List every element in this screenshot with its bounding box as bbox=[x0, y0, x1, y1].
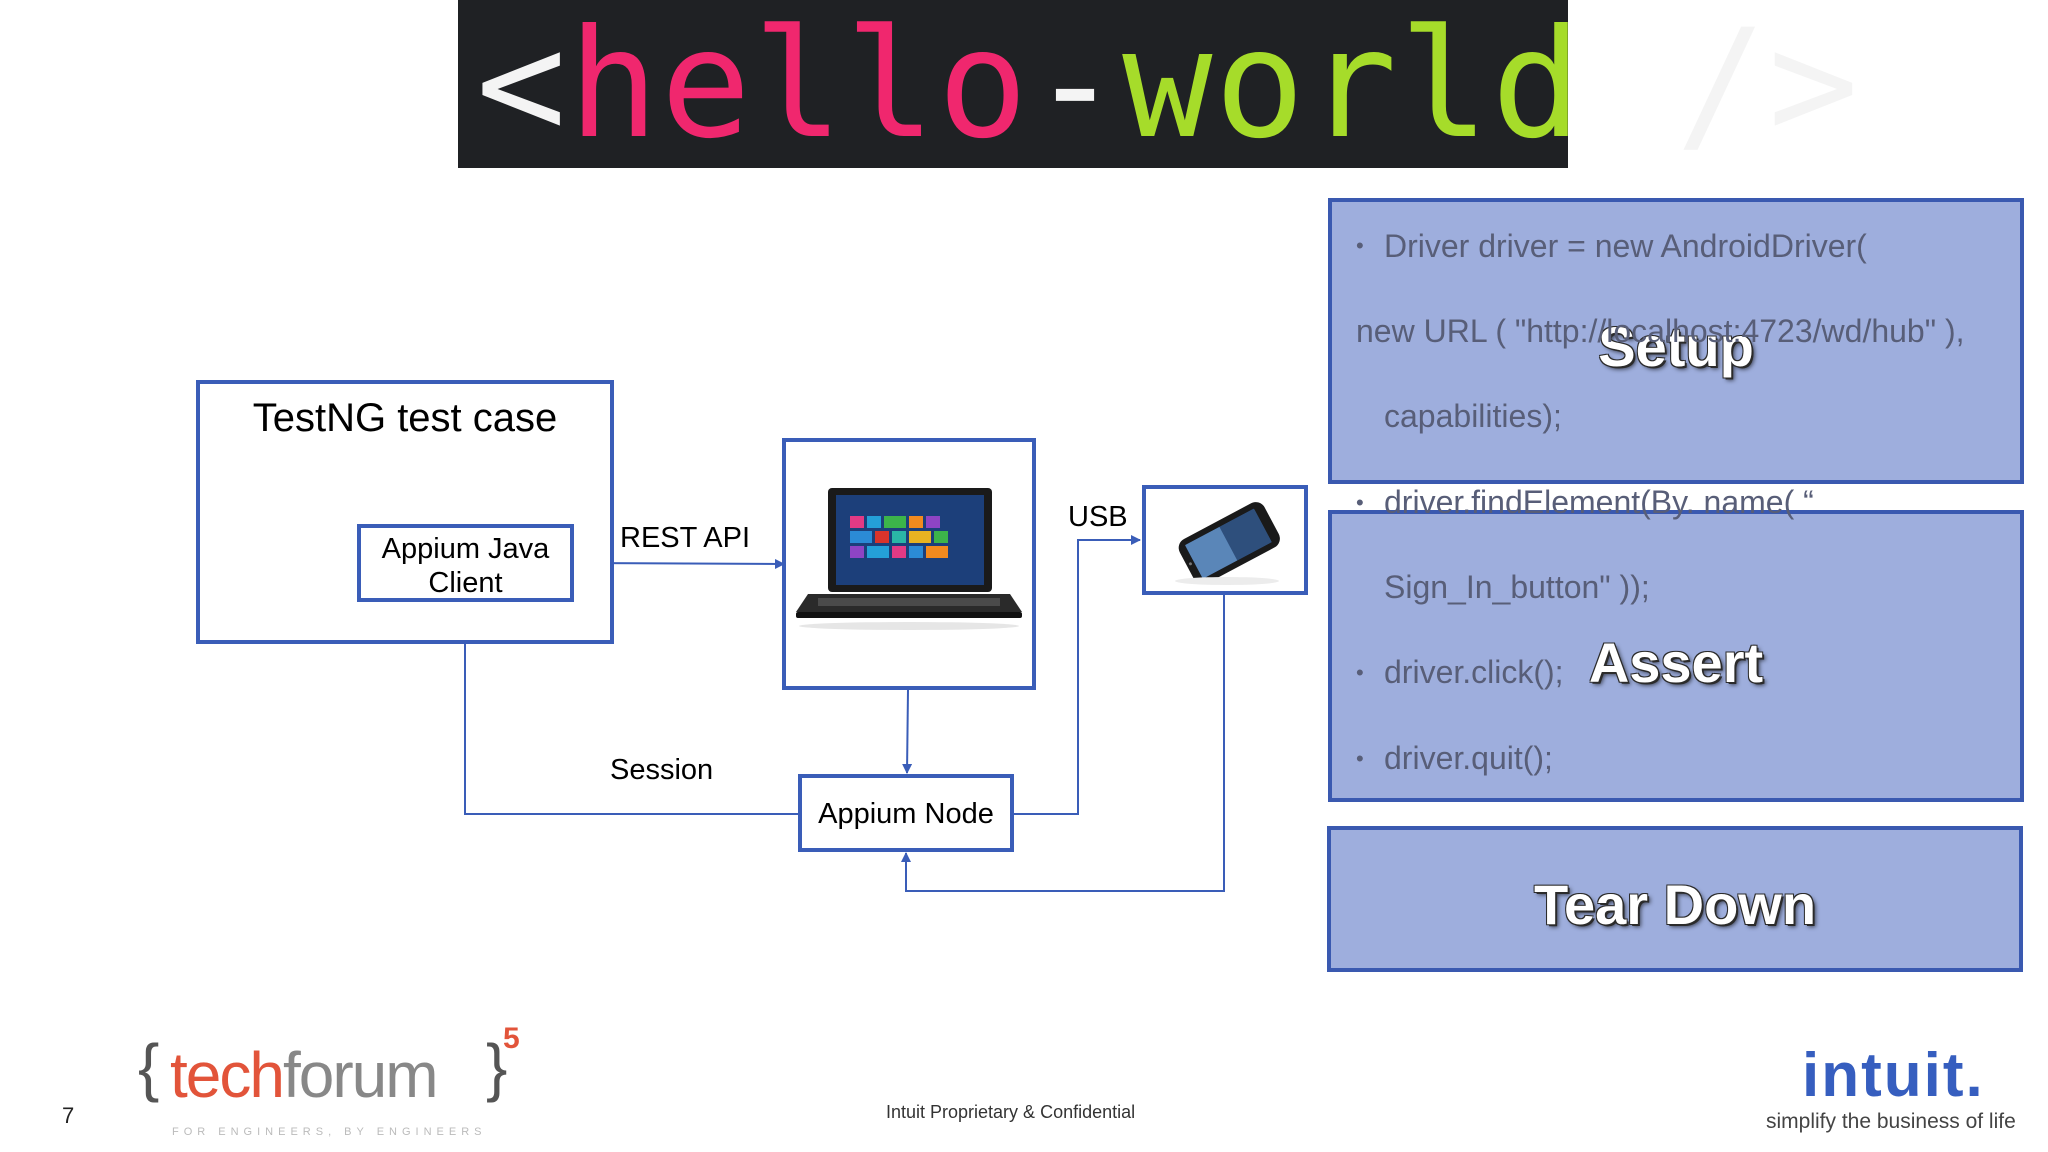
session-label: Session bbox=[610, 754, 714, 786]
testng-test-case-box: TestNG test case bbox=[196, 380, 614, 644]
session-arrow bbox=[460, 601, 798, 815]
confidential-notice: Intuit Proprietary & Confidential bbox=[886, 1102, 1136, 1122]
setup-panel: Setup bbox=[1328, 198, 2024, 484]
techforum-logo: { techforum } 5 FOR ENGINEERS, BY ENGINE… bbox=[138, 1022, 538, 1140]
code-line-6: driver.click(); bbox=[1384, 654, 1564, 690]
logo-tech: tech bbox=[170, 1039, 285, 1111]
laptop-to-node-arrow bbox=[902, 689, 913, 774]
banner-text: <hello-world /> bbox=[476, 0, 1861, 180]
page-number: 7 bbox=[62, 1103, 75, 1128]
code-line-4: driver.findElement(By. name( “ bbox=[1384, 484, 1814, 520]
logo-brace-close: } bbox=[486, 1031, 508, 1103]
logo-wordmark: techforum bbox=[170, 1038, 439, 1112]
setup-title: Setup bbox=[1598, 315, 1754, 378]
rest-api-label: REST API bbox=[620, 522, 751, 554]
smartphone-icon bbox=[1175, 502, 1280, 585]
usb-arrow bbox=[1014, 535, 1141, 815]
banner-close-tag: /> bbox=[1583, 0, 1861, 172]
banner-dash: - bbox=[1029, 0, 1123, 172]
appium-java-client-line2: Client bbox=[428, 567, 503, 599]
logo-tagline: FOR ENGINEERS, BY ENGINEERS bbox=[172, 1126, 487, 1138]
banner-open-bracket: < bbox=[476, 0, 569, 172]
code-bullet-4: • bbox=[1356, 746, 1364, 771]
banner-world: world bbox=[1122, 0, 1584, 172]
appium-node-box: Appium Node bbox=[798, 774, 1014, 852]
teardown-panel: Tear Down bbox=[1327, 826, 2023, 972]
logo-superscript: 5 bbox=[503, 1022, 520, 1055]
usb-label: USB bbox=[1068, 501, 1128, 533]
appium-java-client-line1: Appium Java bbox=[381, 533, 550, 565]
intuit-wordmark: intuit. bbox=[1802, 1041, 1985, 1110]
code-line-3: capabilities); bbox=[1384, 398, 1562, 434]
phone-box bbox=[1142, 485, 1308, 595]
code-line-7: driver.quit(); bbox=[1384, 740, 1553, 776]
appium-java-client-box: Appium Java Client bbox=[357, 524, 574, 602]
code-line-5: Sign_In_button" )); bbox=[1384, 569, 1650, 605]
phone-to-node-arrow bbox=[901, 594, 1225, 892]
teardown-title: Tear Down bbox=[1533, 873, 1817, 936]
code-line-1: Driver driver = new AndroidDriver( bbox=[1384, 228, 1867, 264]
code-line-2: new URL ( "http://localhost:4723/wd/hub"… bbox=[1356, 313, 1965, 349]
intuit-logo: intuit. simplify the business of life bbox=[1760, 1040, 2030, 1140]
assert-title: Assert bbox=[1588, 631, 1764, 694]
assert-panel: Assert bbox=[1328, 510, 2024, 802]
appium-java-client-label: Appium Java Client bbox=[361, 532, 570, 600]
code-bullet-1: • bbox=[1356, 233, 1364, 258]
testng-title: TestNG test case bbox=[252, 396, 558, 440]
logo-brace-open: { bbox=[138, 1031, 160, 1103]
laptop-box bbox=[782, 438, 1036, 690]
laptop-icon bbox=[796, 488, 1022, 630]
intuit-tagline: simplify the business of life bbox=[1766, 1110, 2016, 1133]
logo-forum: forum bbox=[282, 1039, 439, 1111]
appium-node-label: Appium Node bbox=[818, 798, 994, 830]
code-bullet-2: • bbox=[1356, 490, 1364, 515]
banner-hello: hello bbox=[568, 0, 1030, 172]
hello-world-banner: <hello-world /> bbox=[458, 0, 1859, 172]
code-bullet-3: • bbox=[1356, 660, 1364, 685]
